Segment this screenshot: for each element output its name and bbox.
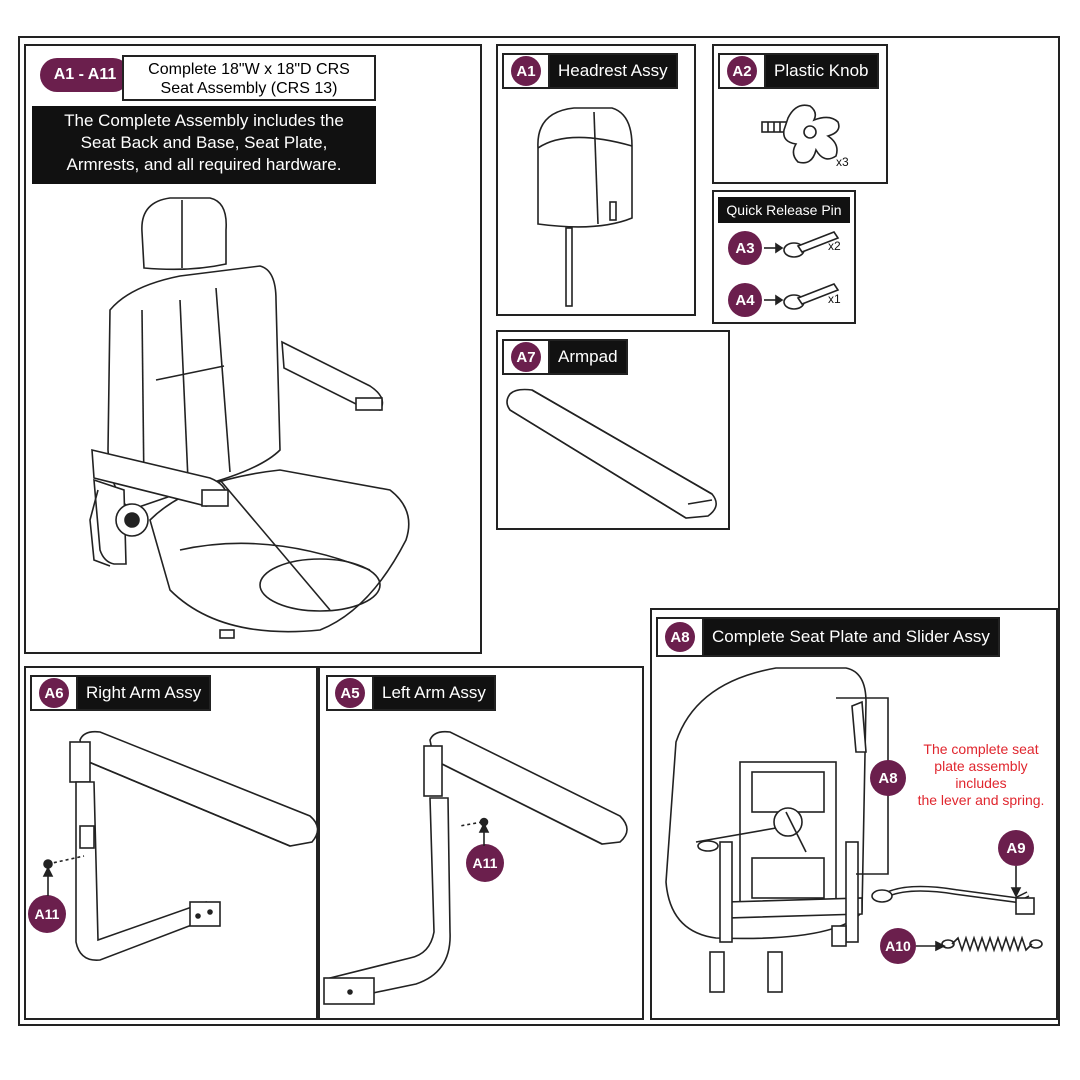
badge-a2: A2 — [727, 56, 757, 86]
right-arm-label: Right Arm Assy — [78, 677, 210, 709]
main-assy-note-line3: Armrests, and all required hardware. — [66, 155, 342, 174]
headrest-label: Headrest Assy — [550, 55, 676, 87]
a10-arrow — [916, 940, 946, 952]
main-assy-note-line2: Seat Back and Base, Seat Plate, — [80, 133, 328, 152]
seat-plate-header: A8 Complete Seat Plate and Slider Assy — [656, 617, 1000, 657]
seat-plate-callout-a8: A8 — [870, 760, 906, 796]
right-arm-dash-line — [43, 855, 85, 869]
headrest-header: A1 Headrest Assy — [502, 53, 678, 89]
main-assy-note: The Complete Assembly includes the Seat … — [32, 106, 376, 184]
seat-plate-callout-a10: A10 — [880, 928, 916, 964]
badge-a3: A3 — [728, 231, 762, 265]
a9-arrow — [1010, 866, 1022, 898]
panel-right-arm — [24, 666, 318, 1020]
headrest-illustration — [537, 107, 633, 307]
left-arm-callout-arrow — [478, 822, 490, 846]
left-arm-header: A5 Left Arm Assy — [326, 675, 496, 711]
red-note-line4: the lever and spring. — [917, 792, 1045, 808]
right-arm-callout-arrow — [42, 866, 54, 896]
badge-a4: A4 — [728, 283, 762, 317]
main-assy-title: Complete 18"W x 18"D CRS Seat Assembly (… — [122, 55, 376, 101]
badge-a1: A1 — [511, 56, 541, 86]
main-assy-title-line1: Complete 18"W x 18"D CRS — [148, 61, 350, 78]
badge-a1-a11: A1 - A11 — [40, 58, 130, 92]
knob-illustration — [761, 104, 840, 164]
pin-a3-qty: x2 — [828, 239, 841, 253]
pin-a4-illustration — [764, 283, 840, 310]
pin-a3-illustration — [764, 231, 840, 258]
knob-label: Plastic Knob — [766, 55, 877, 87]
armpad-header: A7 Armpad — [502, 339, 628, 375]
left-arm-dash-line — [459, 817, 489, 827]
badge-a8: A8 — [665, 622, 695, 652]
seat-plate-red-note: The complete seat plate assembly include… — [904, 741, 1058, 809]
badge-a7: A7 — [511, 342, 541, 372]
left-arm-callout-a11: A11 — [466, 844, 504, 882]
complete-seat-illustration — [89, 197, 410, 639]
armpad-illustration — [506, 388, 717, 519]
right-arm-illustration — [69, 730, 319, 961]
pin-a4-qty: x1 — [828, 292, 841, 306]
main-assy-note-line1: The Complete Assembly includes the — [64, 111, 344, 130]
main-assy-title-line2: Seat Assembly (CRS 13) — [160, 80, 338, 97]
panel-left-arm — [318, 666, 644, 1020]
seat-plate-label: Complete Seat Plate and Slider Assy — [704, 619, 998, 655]
seat-plate-illustration — [665, 667, 1043, 993]
right-arm-header: A6 Right Arm Assy — [30, 675, 212, 711]
knob-qty: x3 — [836, 155, 849, 169]
red-note-line1: The complete seat — [923, 741, 1039, 757]
red-note-line3: includes — [955, 775, 1007, 791]
left-arm-label: Left Arm Assy — [374, 677, 494, 709]
right-arm-callout-a11: A11 — [28, 895, 66, 933]
left-arm-illustration — [323, 730, 628, 1005]
armpad-label: Armpad — [550, 341, 626, 373]
badge-a6: A6 — [39, 678, 69, 708]
knob-header: A2 Plastic Knob — [718, 53, 879, 89]
seat-plate-callout-a9: A9 — [998, 830, 1034, 866]
pin-title: Quick Release Pin — [718, 197, 850, 223]
diagram-frame — [18, 36, 1060, 1026]
badge-a5: A5 — [335, 678, 365, 708]
red-note-line2: plate assembly — [934, 758, 1028, 774]
